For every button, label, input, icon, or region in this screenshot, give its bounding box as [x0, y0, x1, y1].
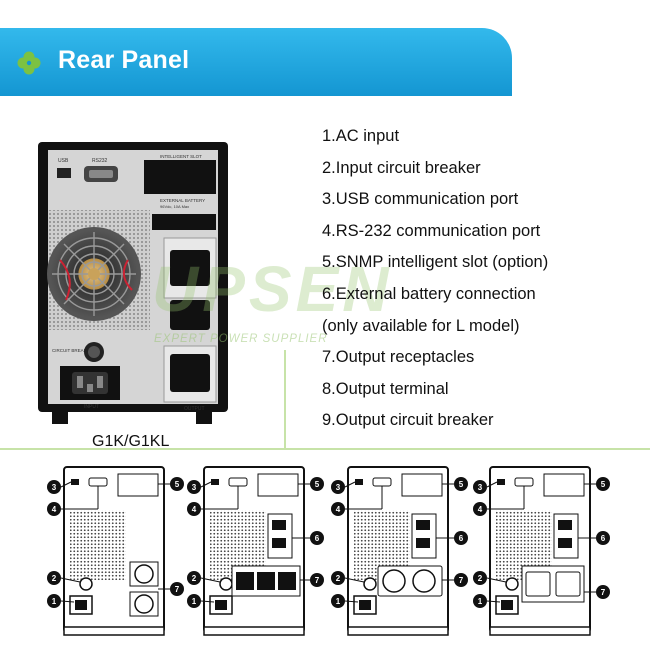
callout-7: 7 [601, 588, 606, 597]
page-title: Rear Panel [58, 46, 190, 74]
snmp-slot [144, 160, 216, 194]
external-battery-label: EXTERNAL BATTERY [160, 198, 205, 203]
output-label: OUTPUT [184, 406, 205, 412]
battery-spec-label: 96Vdc, 10A Max [160, 204, 189, 209]
output-receptacle [382, 569, 406, 593]
rear-panel-legend: 1.AC input 2.Input circuit breaker 3.USB… [322, 121, 548, 437]
callout-6: 6 [315, 534, 320, 543]
header-banner: Rear Panel [0, 28, 512, 96]
callout-7: 7 [315, 576, 320, 585]
output-receptacle [278, 572, 296, 590]
input-label: INPUT [84, 404, 99, 410]
output-receptacle [170, 300, 210, 330]
output-receptacle [525, 571, 551, 597]
legend-item: 3.USB communication port [322, 190, 519, 209]
model-diagram-2: 6 7 [186, 466, 325, 636]
clover-icon [17, 51, 41, 75]
legend-item: 5.SNMP intelligent slot (option) [322, 253, 549, 272]
legend-item: 2.Input circuit breaker [322, 158, 481, 177]
divider-vertical [284, 350, 286, 450]
divider-horizontal [0, 448, 650, 450]
output-receptacle [170, 250, 210, 286]
legend-item: 7.Output receptacles [322, 348, 475, 367]
model-diagram-4: 6 7 [472, 466, 611, 636]
breaker-label: CIRCUIT BREAKER [52, 348, 94, 353]
model-diagram-1 [46, 466, 185, 636]
output-receptacle [236, 572, 254, 590]
callout-6: 6 [459, 534, 464, 543]
legend-item: 9.Output circuit breaker [322, 411, 494, 430]
intelligent-slot-label: INTELLIGENT SLOT [160, 154, 202, 159]
output-receptacle [170, 354, 210, 392]
legend-item: 1.AC input [322, 127, 400, 145]
output-receptacle [257, 572, 275, 590]
output-receptacle [555, 571, 581, 597]
callout-6: 6 [601, 534, 606, 543]
model-label: G1K/G1KL [92, 433, 170, 450]
legend-item: 4.RS-232 communication port [322, 221, 541, 240]
output-receptacle [412, 569, 436, 593]
battery-connector [152, 214, 216, 230]
callout-7: 7 [459, 576, 464, 585]
watermark-brand: UPSEN [152, 253, 393, 325]
watermark-tagline: EXPERT POWER SUPPLIER [154, 333, 328, 345]
legend-item: 6.External battery connection [322, 284, 536, 303]
rs232-label: RS232 [92, 158, 108, 164]
legend-item: 8.Output terminal [322, 379, 449, 398]
model-diagram-3: 6 7 [330, 466, 469, 636]
ups-rear-panel-image: USB RS232 INTELLIGENT SLOT EXTERNAL BATT… [38, 142, 228, 424]
usb-port [57, 168, 71, 178]
usb-label: USB [58, 158, 69, 164]
legend-item: (only available for L model) [322, 316, 520, 335]
